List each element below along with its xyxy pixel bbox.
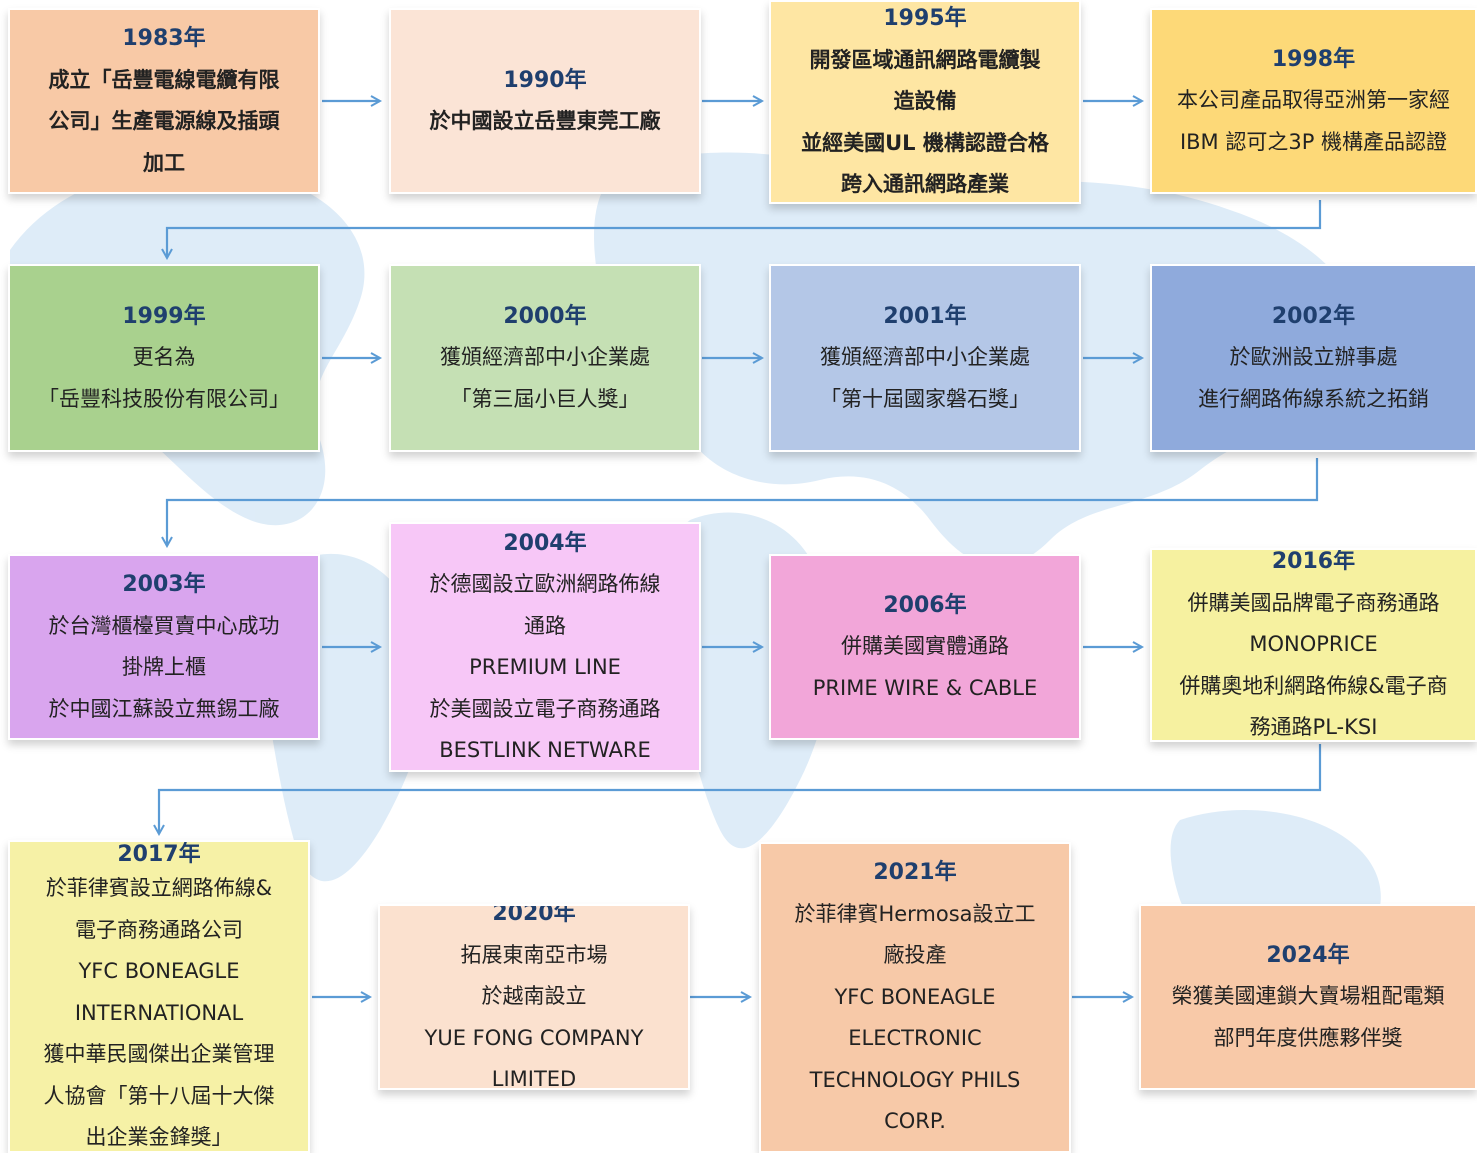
card-text-line: 造設備 <box>893 89 957 114</box>
card-year: 2002年 <box>1271 303 1356 329</box>
timeline-card-2024: 2024年 榮獲美國連鎖大賣場粗配電類 部門年度供應夥伴獎 <box>1139 904 1477 1090</box>
card-text-line: 於菲律賓設立網路佈線& <box>45 876 273 900</box>
card-text-line: 通路 <box>524 613 566 638</box>
card-text-line: 於菲律賓Hermosa設立工 <box>794 901 1036 926</box>
card-year: 2004年 <box>503 530 587 556</box>
card-text-line: 獲頒經濟部中小企業處 <box>440 345 650 370</box>
card-text-line: IBM 認可之3P 機構產品認證 <box>1179 129 1448 154</box>
card-text-line: 於美國設立電子商務通路 <box>429 696 661 721</box>
timeline-card-2003: 2003年 於台灣櫃檯買賣中心成功 掛牌上櫃 於中國江蘇設立無錫工廠 <box>8 554 320 740</box>
card-year: 1995年 <box>883 6 967 32</box>
timeline-card-2000: 2000年 獲頒經濟部中小企業處 「第三屆小巨人獎」 <box>389 264 701 452</box>
card-year: 2017年 <box>117 842 201 867</box>
timeline-card-2001: 2001年 獲頒經濟部中小企業處 「第十屆國家磐石獎」 <box>769 264 1081 452</box>
timeline-card-1990: 1990年 於中國設立岳豐東莞工廠 <box>389 8 701 194</box>
card-text-line: 拓展東南亞市場 <box>460 942 608 967</box>
timeline-card-2004: 2004年 於德國設立歐洲網路佈線 通路 PREMIUM LINE 於美國設立電… <box>389 522 701 772</box>
card-text-line: 併購美國品牌電子商務通路 <box>1187 590 1440 615</box>
timeline-card-1998: 1998年 本公司產品取得亞洲第一家經 IBM 認可之3P 機構產品認證 <box>1150 8 1477 194</box>
card-text-line: 更名為 <box>132 345 196 370</box>
card-year: 2000年 <box>503 303 587 329</box>
card-year: 2003年 <box>122 572 206 597</box>
card-text-line: 進行網路佈線系統之拓銷 <box>1198 386 1429 411</box>
card-year: 1999年 <box>122 303 206 329</box>
arrow-2016-2017 <box>159 744 1322 834</box>
card-text-line: TECHNOLOGY PHILS <box>809 1067 1021 1092</box>
timeline-card-2017: 2017年 於菲律賓設立網路佈線& 電子商務通路公司 YFC BONEAGLE … <box>8 840 310 1153</box>
card-text-line: 開發區域通訊網路電纜製 <box>809 47 1041 72</box>
card-text-line: 獲頒經濟部中小企業處 <box>820 345 1030 370</box>
card-text-line: 加工 <box>143 150 185 175</box>
card-text-line: 於歐洲設立辦事處 <box>1229 345 1398 370</box>
card-text-line: YUE FONG COMPANY <box>424 1025 644 1050</box>
card-text-line: 「岳豐科技股份有限公司」 <box>38 386 290 411</box>
card-text-line: 獲中華民國傑出企業管理 <box>43 1042 275 1066</box>
card-year: 2024年 <box>1266 942 1350 968</box>
card-text-line: 於越南設立 <box>481 984 587 1009</box>
card-year: 2001年 <box>883 303 967 329</box>
card-text-line: LIMITED <box>491 1067 577 1090</box>
card-text-line: 於台灣櫃檯買賣中心成功 <box>48 613 280 638</box>
card-text-line: 榮獲美國連鎖大賣場粗配電類 <box>1171 984 1445 1009</box>
card-text-line: 務通路PL-KSI <box>1249 715 1378 740</box>
card-text-line: 跨入通訊網路產業 <box>841 172 1009 197</box>
arrow-2002-2003 <box>167 458 1319 546</box>
card-text-line: PRIME WIRE & CABLE <box>812 675 1038 700</box>
card-text-line: 出企業金鋒獎」 <box>85 1125 233 1149</box>
card-text-line: 併購奧地利網路佈線&電子商 <box>1179 673 1448 698</box>
card-text-line: MONOPRICE <box>1249 632 1378 657</box>
card-text-line: INTERNATIONAL <box>74 1000 244 1025</box>
card-text-line: 部門年度供應夥伴獎 <box>1213 1025 1403 1050</box>
card-text-line: PREMIUM LINE <box>469 655 621 679</box>
card-year: 1990年 <box>503 67 587 93</box>
card-text-line: 於中國江蘇設立無錫工廠 <box>48 696 280 721</box>
card-text-line: 「第三屆小巨人獎」 <box>450 386 640 411</box>
card-text-line: BESTLINK NETWARE <box>439 738 651 762</box>
card-year: 2016年 <box>1271 549 1356 575</box>
card-text-line: 並經美國UL 機構認證合格 <box>801 130 1049 155</box>
card-year: 1983年 <box>122 26 206 51</box>
card-text-line: ELECTRONIC <box>848 1026 982 1051</box>
card-text-line: 於德國設立歐洲網路佈線 <box>429 572 661 596</box>
card-text-line: 「第十屆國家磐石獎」 <box>820 386 1030 411</box>
card-text-line: 於中國設立岳豐東莞工廠 <box>429 109 661 133</box>
card-text-line: 本公司產品取得亞洲第一家經 <box>1177 88 1450 113</box>
arrow-1998-1999 <box>167 200 1322 258</box>
card-year: 2020年 <box>492 904 576 927</box>
timeline-card-2016: 2016年 併購美國品牌電子商務通路 MONOPRICE 併購奧地利網路佈線&電… <box>1150 548 1477 742</box>
timeline-card-1995: 1995年 開發區域通訊網路電纜製 造設備 並經美國UL 機構認證合格 跨入通訊… <box>769 0 1081 204</box>
card-text-line: CORP. <box>884 1109 946 1134</box>
card-year: 1998年 <box>1271 46 1356 72</box>
card-text-line: 廠投產 <box>883 943 947 968</box>
card-text-line: YFC BONEAGLE <box>834 984 996 1009</box>
timeline-card-2002: 2002年 於歐洲設立辦事處 進行網路佈線系統之拓銷 <box>1150 264 1477 452</box>
card-text-line: YFC BONEAGLE <box>78 959 240 983</box>
timeline-card-2006: 2006年 併購美國實體通路 PRIME WIRE & CABLE <box>769 554 1081 740</box>
timeline-card-2020: 2020年 拓展東南亞市場 於越南設立 YUE FONG COMPANY LIM… <box>378 904 690 1090</box>
card-text-line: 併購美國實體通路 <box>841 634 1009 659</box>
card-text-line: 掛牌上櫃 <box>122 655 206 679</box>
card-year: 2021年 <box>873 860 957 886</box>
timeline-card-1999: 1999年 更名為 「岳豐科技股份有限公司」 <box>8 264 320 452</box>
card-year: 2006年 <box>883 592 967 618</box>
timeline-card-1983: 1983年 成立「岳豐電線電纜有限 公司」生產電源線及插頭 加工 <box>8 8 320 194</box>
card-text-line: 公司」生產電源線及插頭 <box>48 109 280 133</box>
timeline-card-2021: 2021年 於菲律賓Hermosa設立工 廠投產 YFC BONEAGLE EL… <box>759 842 1071 1153</box>
card-text-line: 電子商務通路公司 <box>75 917 243 942</box>
card-text-line: 人協會「第十八屆十大傑 <box>43 1083 275 1108</box>
card-text-line: 成立「岳豐電線電纜有限 <box>48 67 280 92</box>
